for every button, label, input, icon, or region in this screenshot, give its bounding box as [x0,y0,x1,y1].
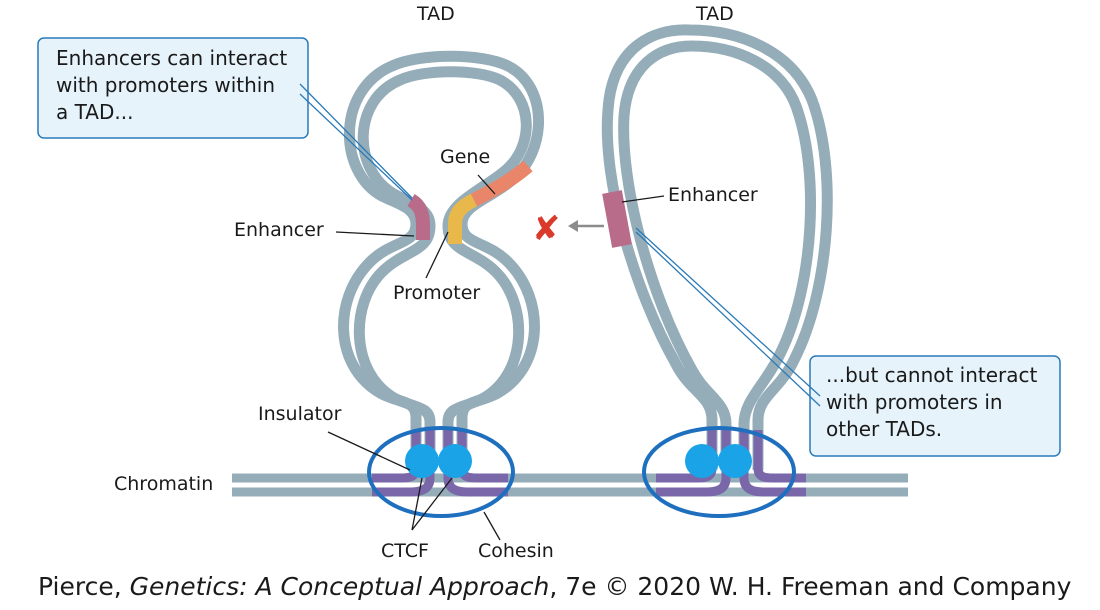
left-enhancer-leader [335,231,415,237]
promoter-leader [425,231,449,279]
left-callout-line-1: Enhancers can interact [56,46,287,70]
insulator-leader [327,431,411,471]
blocked-arrow-head-icon [568,220,578,232]
insulator-label: Insulator [258,403,342,425]
tad-left-label: TAD [416,3,455,25]
cohesin-label: Cohesin [478,540,554,562]
right-callout-line-2: with promoters in [826,390,1003,414]
ctcf-proteins [405,444,752,478]
cohesin-ring-left [367,426,515,518]
caption-suffix: , 7e © 2020 W. H. Freeman and Company [549,572,1072,601]
right-callout-line-1: ...but cannot interact [826,363,1038,387]
figure-caption: Pierce, Genetics: A Conceptual Approach,… [38,572,1071,601]
enhancer-right-label: Enhancer [668,184,758,206]
left-callout-pointer [299,83,413,201]
right-callout-box [809,355,1061,457]
ctcf-protein-4 [718,444,752,478]
left-callout-box [37,37,309,139]
left-callout-line-3: a TAD... [56,100,133,124]
ctcf-protein-1 [405,444,439,478]
caption-book-title: Genetics: A Conceptual Approach [129,572,550,601]
left-callout-line-2: with promoters within [56,73,275,97]
enhancer-left-label: Enhancer [234,219,324,241]
x-mark-icon: ✘ [532,209,561,249]
blocked-interaction: ✘ [532,209,604,249]
gene-label: Gene [440,146,490,168]
leader-lines [327,174,665,541]
promoter-segment [448,193,478,244]
right-tad-inner-strand [618,40,817,470]
right-callout-pointer [635,227,821,407]
ctcf-protein-3 [685,444,719,478]
chromatin-label: Chromatin [114,473,213,495]
cohesin-ring-right [642,426,796,518]
left-tad-loop [338,50,544,470]
gene-leader [477,174,496,195]
ctcf-leader-1 [411,477,423,531]
left-callout: Enhancers can interact with promoters wi… [37,37,413,201]
cohesin-rings [367,426,796,518]
left-tad-inner-strand [353,66,532,470]
right-enhancer-leader [621,195,665,203]
tad-right-label: TAD [695,3,734,25]
right-tad-outer-strand [601,24,833,470]
chromatin-strands [232,473,908,497]
ctcf-label: CTCF [381,540,429,562]
gene-segment [470,160,533,207]
promoter-label: Promoter [393,282,480,304]
left-enhancer-segment [407,193,430,240]
right-callout-line-3: other TADs. [826,417,942,441]
ctcf-protein-2 [438,444,472,478]
right-tad-insulator-right [739,430,806,497]
left-tad-outer-strand [338,50,544,470]
right-callout: ...but cannot interact with promoters in… [635,227,1061,457]
right-tad-loop [601,24,833,470]
cohesin-leader [483,511,501,541]
ctcf-leader-2 [411,477,453,531]
right-enhancer-segment [602,190,632,248]
caption-prefix: Pierce, [38,572,130,601]
